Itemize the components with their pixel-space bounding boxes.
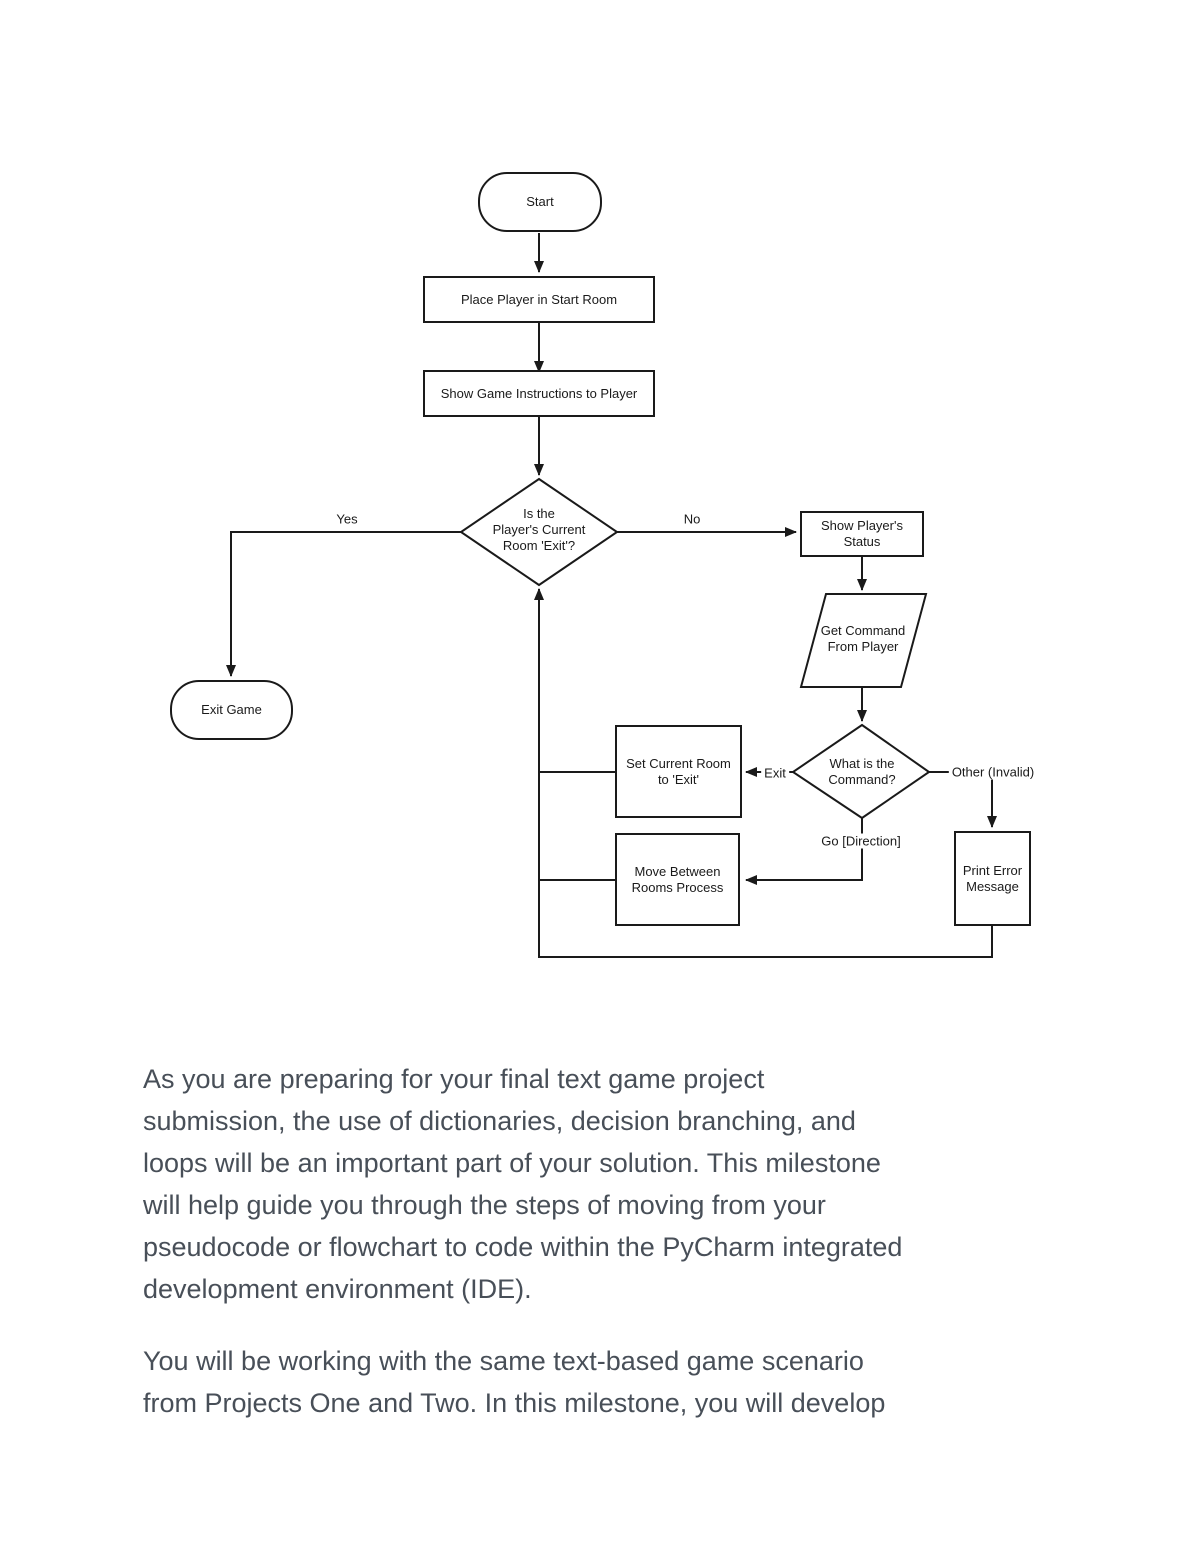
connector-go-to-move [745,818,863,885]
edge-label-yes: Yes [336,511,358,527]
decision-room-exit-shape [459,477,619,587]
connector-other-to-error [929,771,997,828]
flowchart-node-print-error: Print Error Message [954,831,1031,926]
edge-label-go-direction: Go [Direction] [818,833,904,849]
connector-loop-to-decision [534,588,993,958]
body-paragraph-2: You will be working with the same text-b… [143,1340,1083,1424]
flowchart-node-show-status: Show Player's Status [800,511,924,557]
flowchart-node-start: Start [478,172,602,232]
flowchart-node-get-command: Get Command From Player [820,623,906,654]
edge-label-other-invalid: Other (Invalid) [948,764,1038,780]
flowchart-connectors [226,233,997,958]
flowchart-node-place-player: Place Player in Start Room [423,276,655,323]
flowchart-node-command-decision: What is the Command? [828,756,896,787]
flowchart-node-exit-game: Exit Game [170,680,293,740]
flowchart-node-move-rooms: Move Between Rooms Process [615,833,740,926]
body-paragraph-line: You will be working with the same text-b… [143,1346,864,1376]
body-paragraph-line: pseudocode or flowchart to code within t… [143,1232,903,1262]
decision-command-shape [791,723,931,820]
body-paragraph-line: from Projects One and Two. In this miles… [143,1388,886,1418]
flowchart-node-show-instructions: Show Game Instructions to Player [423,370,655,417]
flowchart-node-room-exit-decision: Is the Player's Current Room 'Exit'? [492,506,586,553]
connector-yes-to-exit-game [226,531,461,677]
body-paragraph-line: As you are preparing for your final text… [143,1064,765,1094]
body-paragraph-line: submission, the use of dictionaries, dec… [143,1106,856,1136]
edge-label-exit: Exit [761,765,789,781]
flowchart-node-set-current-room: Set Current Room to 'Exit' [615,725,742,818]
body-paragraph-line: development environment (IDE). [143,1274,532,1304]
edge-label-no: No [683,511,701,527]
body-paragraph-line: will help guide you through the steps of… [143,1190,826,1220]
body-paragraph-1: As you are preparing for your final text… [143,1058,1083,1310]
body-paragraph-line: loops will be an important part of your … [143,1148,881,1178]
io-get-command-shape [799,593,928,688]
